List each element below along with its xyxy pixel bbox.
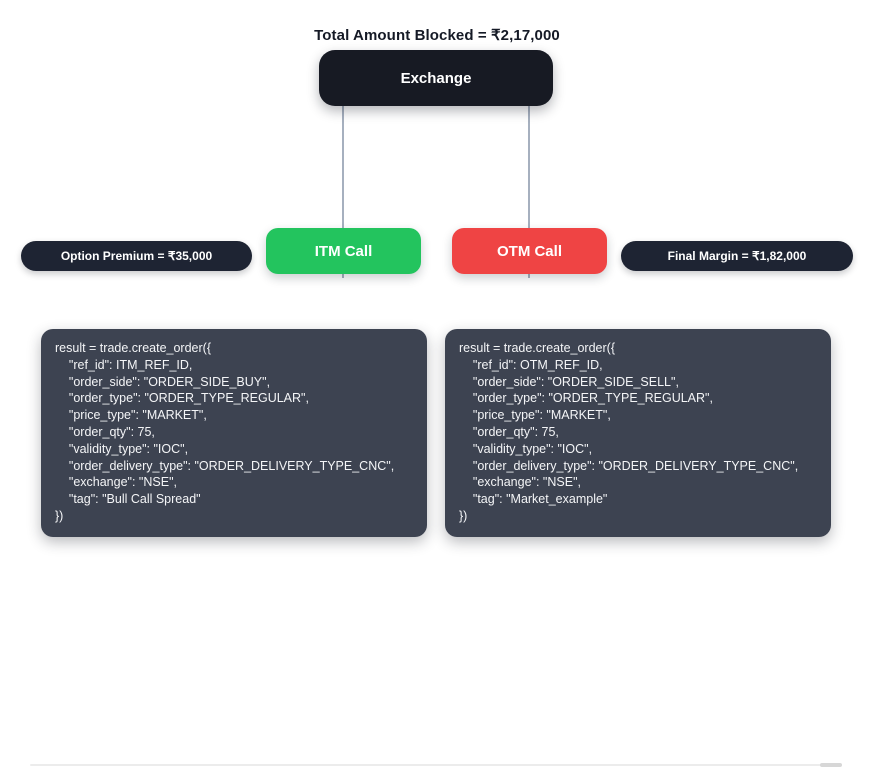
otm-order-code-block: result = trade.create_order({ "ref_id": … [445,329,831,537]
code-line: "exchange": "NSE", [459,475,581,490]
connector-exchange-to-otm [528,106,530,278]
horizontal-scrollbar-track[interactable] [30,764,842,766]
option-premium-badge: Option Premium = ₹35,000 [21,241,252,271]
code-line: "order_type": "ORDER_TYPE_REGULAR", [55,391,309,406]
itm-order-code-block: result = trade.create_order({ "ref_id": … [41,329,427,537]
code-line: result = trade.create_order({ [459,341,615,355]
code-line: "ref_id": ITM_REF_ID, [55,357,193,372]
code-line: "order_qty": 75, [55,424,155,439]
code-line: }) [459,508,468,523]
code-line: }) [55,508,64,523]
code-line: "order_side": "ORDER_SIDE_SELL", [459,374,679,389]
total-amount-blocked-title: Total Amount Blocked = ₹2,17,000 [314,27,560,44]
final-margin-badge: Final Margin = ₹1,82,000 [621,241,853,271]
itm-call-node: ITM Call [266,228,421,274]
otm-call-node: OTM Call [452,228,607,274]
exchange-node: Exchange [319,50,553,106]
code-line: "ref_id": OTM_REF_ID, [459,357,603,372]
horizontal-scrollbar-thumb[interactable] [820,763,842,767]
code-line: "order_delivery_type": "ORDER_DELIVERY_T… [55,458,395,473]
code-line: "validity_type": "IOC", [55,441,189,456]
code-line: "validity_type": "IOC", [459,441,593,456]
code-line: "order_side": "ORDER_SIDE_BUY", [55,374,271,389]
code-line: "price_type": "MARKET", [55,408,207,423]
connector-exchange-to-itm [342,106,344,278]
code-line: "exchange": "NSE", [55,475,177,490]
code-line: "tag": "Bull Call Spread" [55,492,201,507]
code-line: "tag": "Market_example" [459,492,608,507]
code-line: "price_type": "MARKET", [459,408,611,423]
code-line: "order_type": "ORDER_TYPE_REGULAR", [459,391,713,406]
code-line: "order_qty": 75, [459,424,559,439]
code-line: "order_delivery_type": "ORDER_DELIVERY_T… [459,458,799,473]
code-line: result = trade.create_order({ [55,341,211,355]
